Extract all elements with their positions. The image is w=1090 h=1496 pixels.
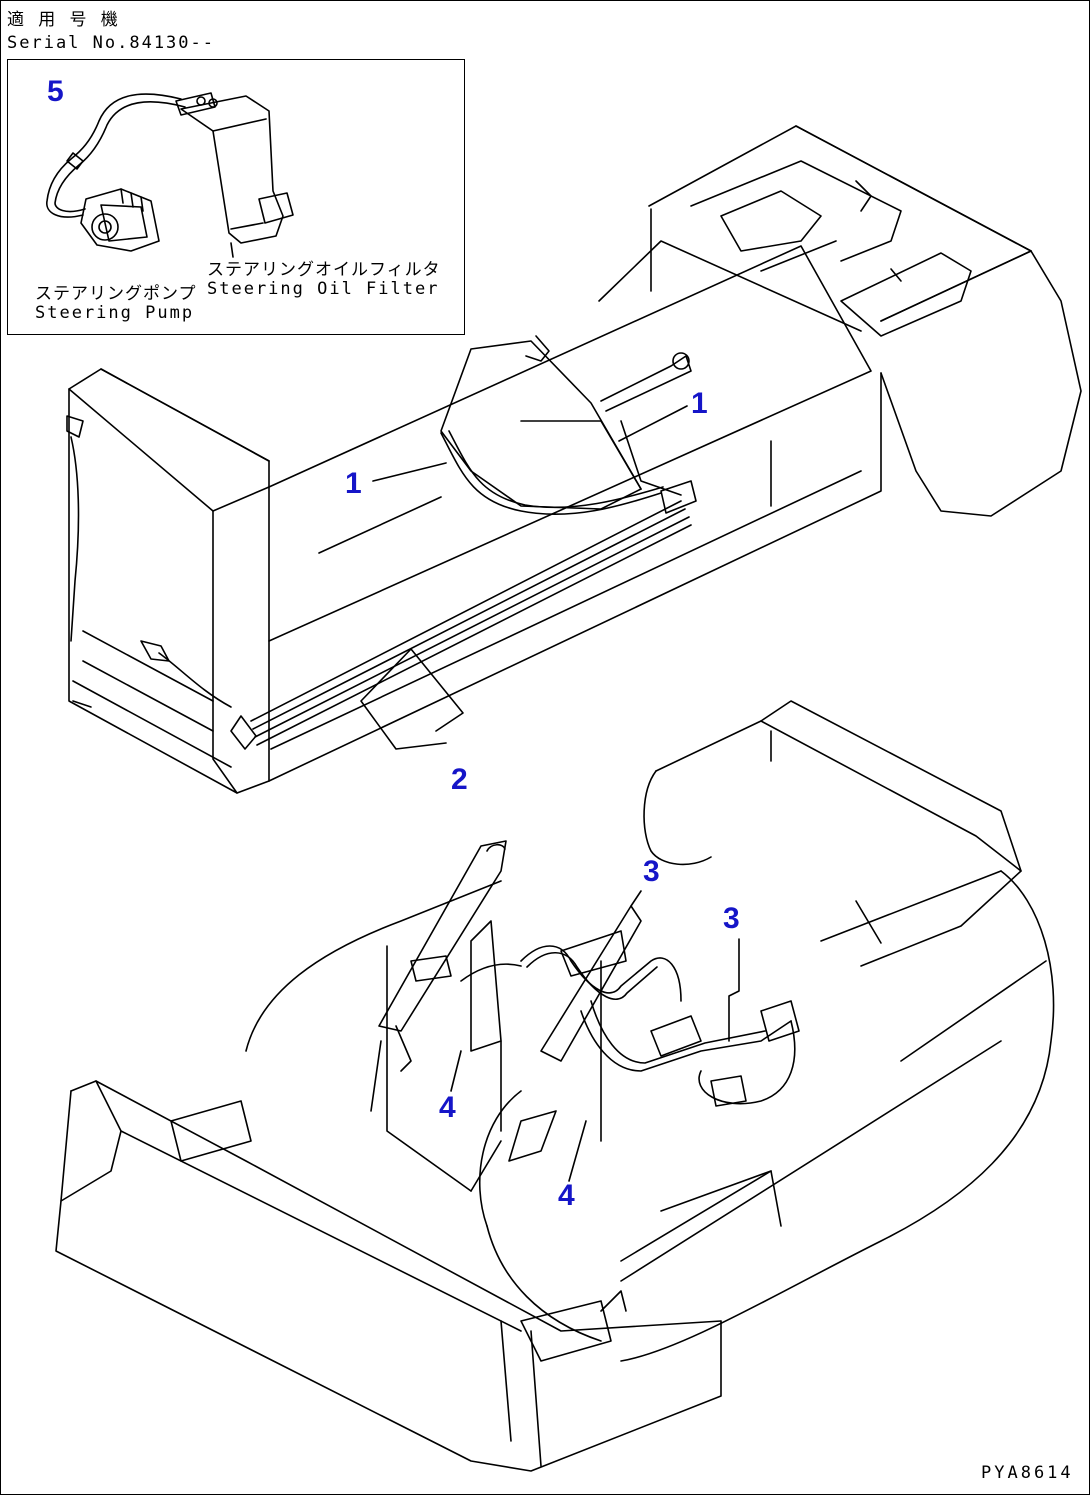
callout-4-left: 4 <box>439 1091 456 1124</box>
lower-dozer-outline <box>55 700 1055 1472</box>
leader-4-left <box>450 1050 462 1092</box>
inset-detail-frame <box>7 59 465 335</box>
applicable-serial-label-jp: 適 用 号 機 <box>7 10 120 30</box>
leader-3-left <box>630 890 642 907</box>
callout-1-right: 1 <box>691 387 708 420</box>
serial-number-label: Serial No.84130-- <box>7 33 215 53</box>
callout-1-left: 1 <box>345 467 362 500</box>
drawing-code: PYA8614 <box>981 1463 1074 1483</box>
leader-2 <box>360 648 464 750</box>
leader-4-right <box>568 1120 587 1182</box>
callout-2: 2 <box>451 763 468 796</box>
steering-pump-label-jp: ステアリングポンプ <box>35 284 197 304</box>
steering-pump-label-en: Steering Pump <box>35 303 195 323</box>
leader-3-right <box>728 938 740 1042</box>
callout-5: 5 <box>47 75 64 108</box>
inset-drawing <box>46 92 294 258</box>
leader-1-right <box>618 405 688 442</box>
steering-oil-filter-label-en: Steering Oil Filter <box>207 279 440 299</box>
callout-4-right: 4 <box>558 1179 575 1212</box>
callout-3-right: 3 <box>723 902 740 935</box>
leader-1-left <box>372 462 447 482</box>
steering-oil-filter-label-jp: ステアリングオイルフィルタ <box>207 260 441 280</box>
upper-tractor-outline <box>66 125 1082 794</box>
callout-3-upper: 3 <box>643 855 660 888</box>
